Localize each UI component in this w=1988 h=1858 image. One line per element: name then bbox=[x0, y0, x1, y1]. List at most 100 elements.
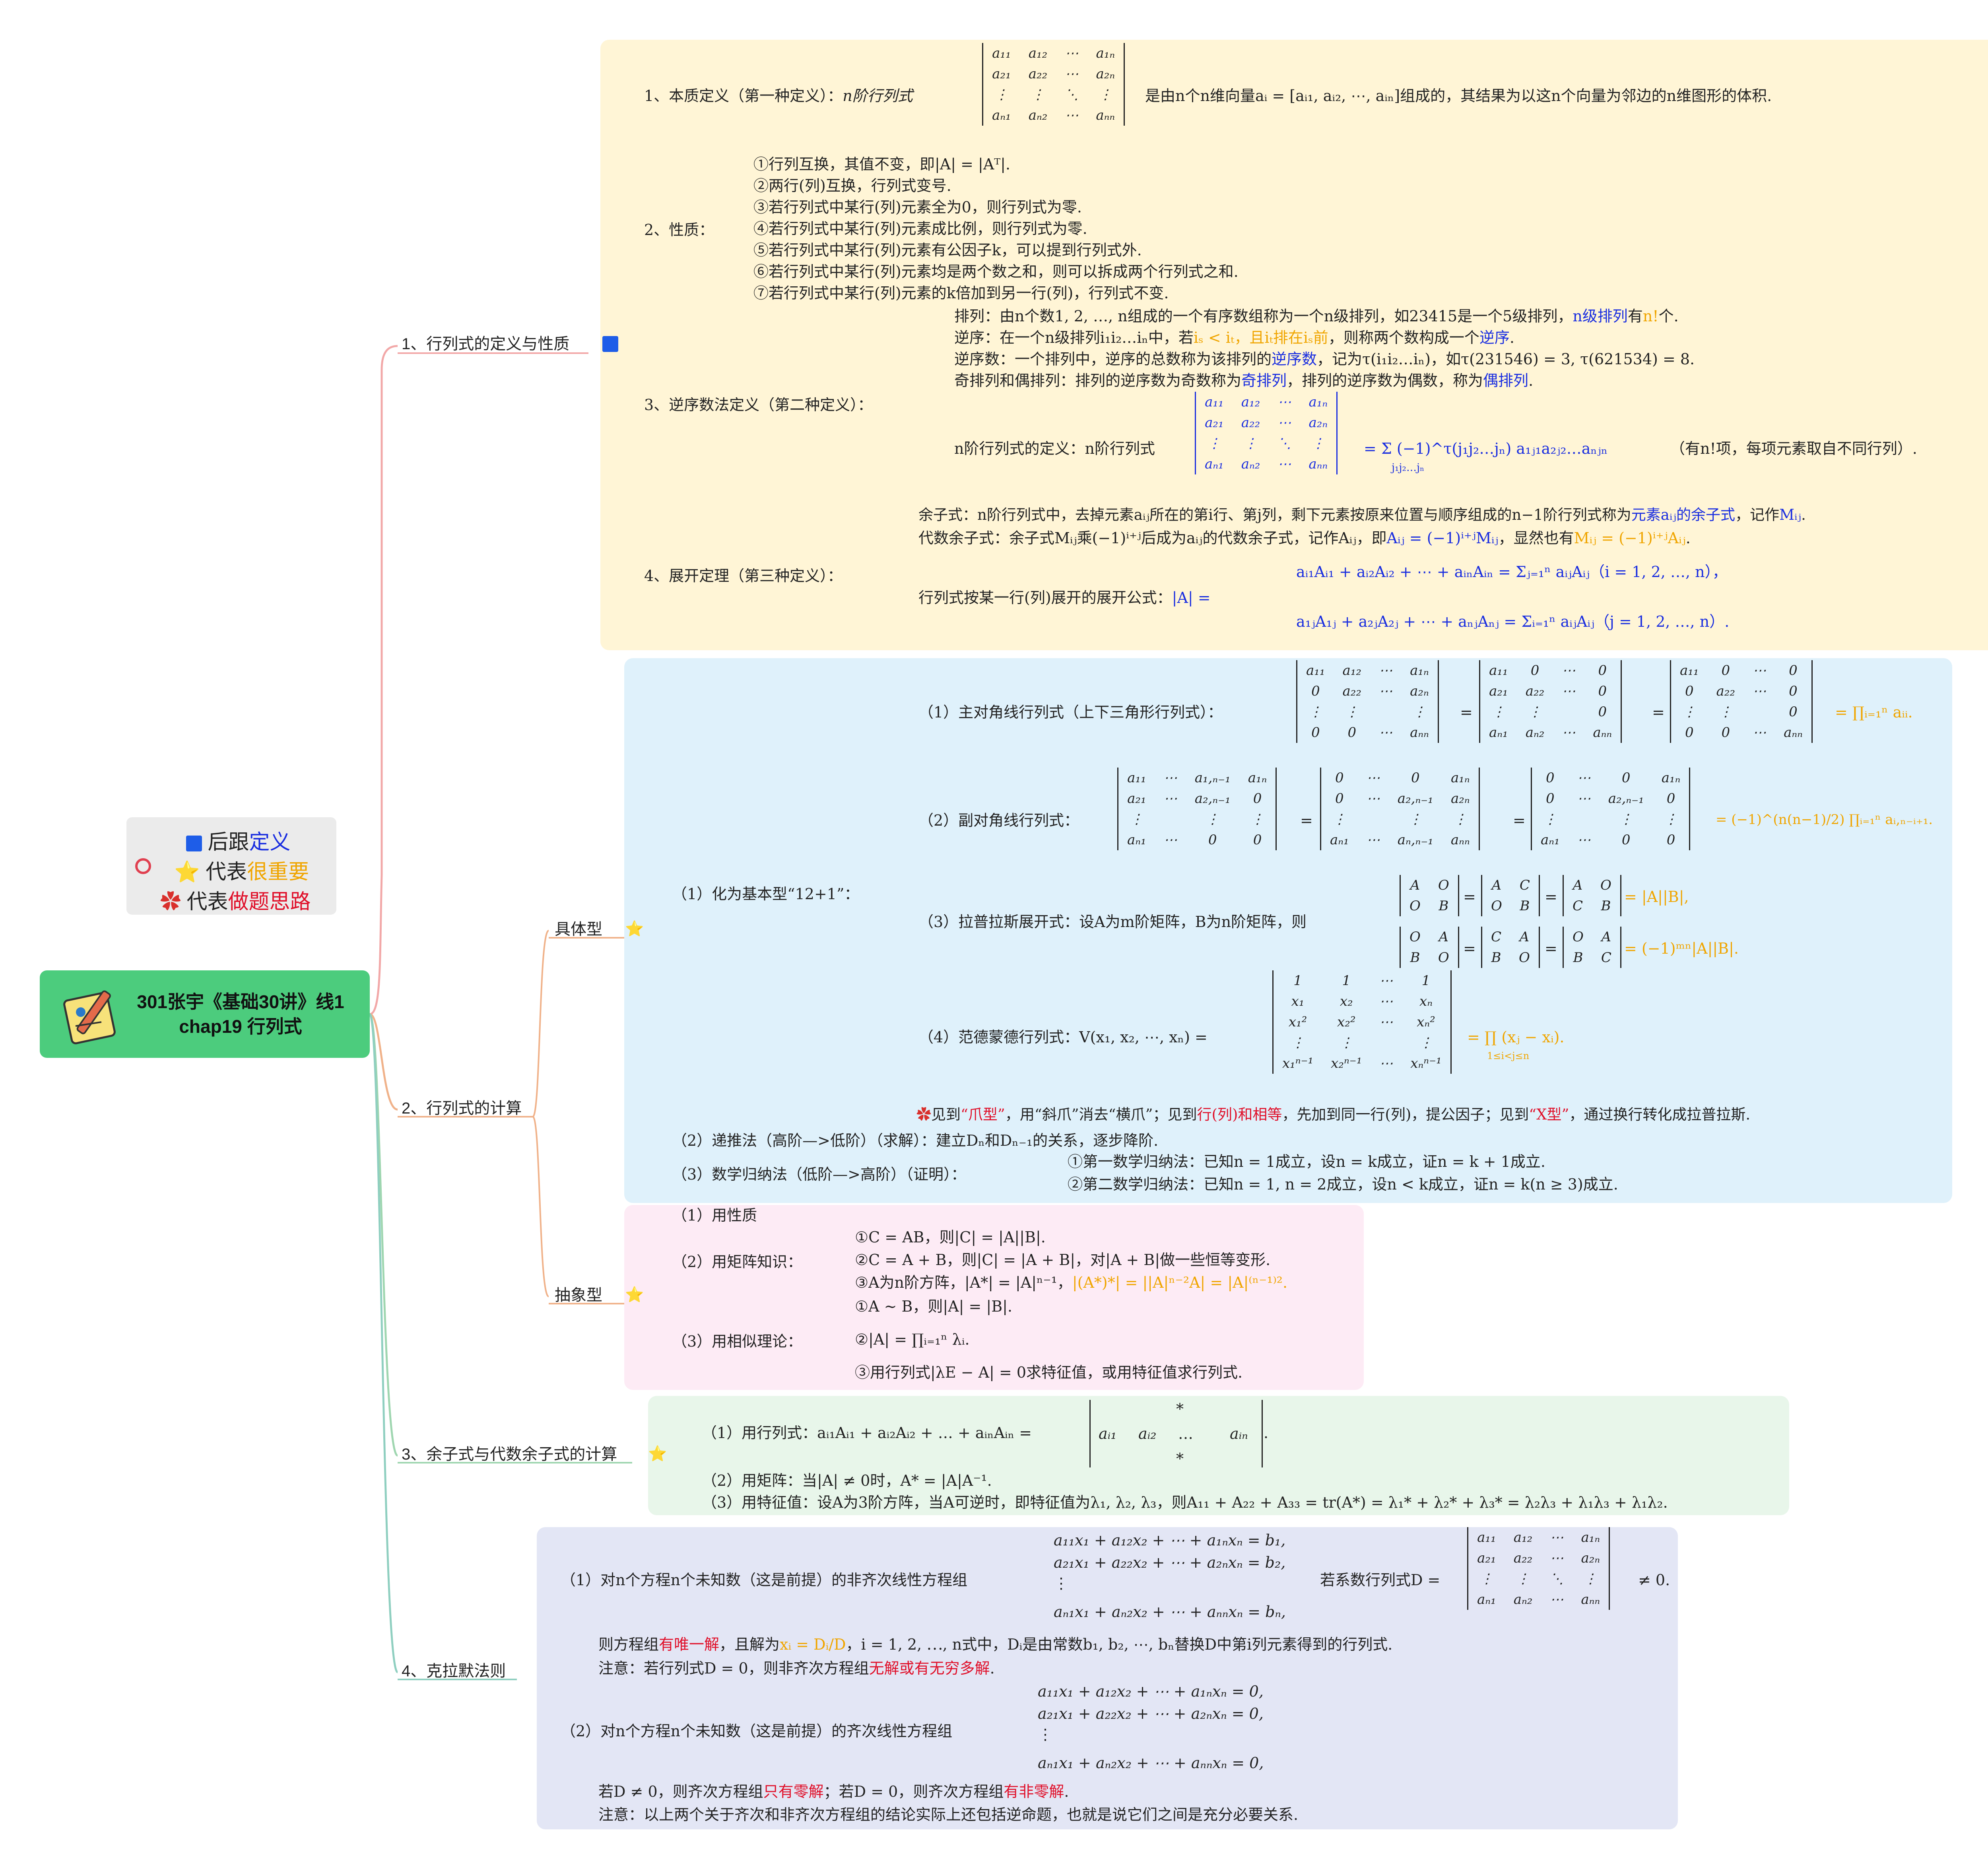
matrix-cell: ⋮ bbox=[1206, 811, 1219, 827]
equals-sign: = bbox=[1545, 940, 1557, 957]
matrix-cell: aₙ₂ bbox=[1513, 1592, 1533, 1607]
matrix-cell: ⋮ bbox=[1332, 811, 1346, 827]
matrix-cell: a₂ₙ bbox=[1581, 1550, 1600, 1566]
matrix-cell: 0 bbox=[1598, 683, 1607, 699]
matrix-cell: ⋯ bbox=[1577, 832, 1591, 848]
matrix-cell: ⋮ bbox=[1340, 1035, 1353, 1051]
matrix-cell: A bbox=[1491, 877, 1502, 893]
matrix-cell: a₁₁ bbox=[992, 45, 1011, 61]
legend-row-important: ⭐ 代表很重要 bbox=[174, 855, 309, 885]
matrix-cell: x₁² bbox=[1288, 1014, 1307, 1030]
matrix-cell: O bbox=[1438, 950, 1449, 966]
matrix-cell: ⋯ bbox=[1379, 1055, 1393, 1071]
inversion-note: （有n!项，每项元素取自不同行列）. bbox=[1670, 440, 1917, 457]
equals-sign: = bbox=[1463, 888, 1476, 906]
matrix-cell: 0 bbox=[1789, 683, 1798, 699]
matrix-cell: C bbox=[1491, 929, 1502, 945]
matrix-cell: 0 bbox=[1253, 832, 1262, 848]
root-node[interactable]: 301张宇《基础30讲》线1 chap19 行列式 bbox=[40, 970, 370, 1058]
matrix-cell: a₁₂ bbox=[1241, 394, 1260, 410]
equation-line: ⋮ bbox=[1038, 1726, 1053, 1743]
expansion-formula-label: 行列式按某一行(列)展开的展开公式：|A| = bbox=[918, 589, 1211, 606]
property-item: ①行列互换，其值不变，即|A| = |Aᵀ|. bbox=[753, 155, 1011, 173]
matrix-star: * bbox=[1176, 1450, 1184, 1467]
matrix-cell: B bbox=[1439, 898, 1449, 914]
legend-highlight: 做题思路 bbox=[228, 890, 311, 913]
matrix-cell: ⋯ bbox=[1379, 683, 1393, 699]
matrix-cell: a₂ₙ bbox=[1450, 791, 1470, 807]
matrix-cell: aₙ,ₙ₋₁ bbox=[1397, 832, 1433, 848]
calc-induction: （3）数学归纳法（低阶—>高阶）（证明）： bbox=[672, 1166, 967, 1183]
matrix-cell: 0 bbox=[1530, 663, 1540, 678]
branch-calculation[interactable]: 2、行列式的计算 bbox=[402, 1100, 522, 1117]
equals-sign: = bbox=[1513, 812, 1526, 829]
matrix-cell: a₂₂ bbox=[1342, 683, 1362, 699]
matrix-cell: ⋯ bbox=[1065, 45, 1079, 61]
legend-text: 后跟 bbox=[208, 831, 249, 854]
branch-abstract[interactable]: 抽象型 bbox=[555, 1287, 602, 1304]
matrix-cell: 0 bbox=[1666, 791, 1675, 807]
matrix-cell: C bbox=[1573, 898, 1583, 914]
matrix-cell: ⋯ bbox=[1379, 1014, 1393, 1030]
matrix-cell: aₙ₂ bbox=[1525, 725, 1545, 740]
property-item: ②两行(列)互换，行列式变号. bbox=[753, 177, 951, 194]
matrix-cell: ⋮ bbox=[1311, 435, 1325, 451]
cofactor-by-eigen: （3）用特征值：设A为3阶方阵，当A可逆时，即特征值为λ₁, λ₂, λ₃，则A… bbox=[702, 1494, 1668, 1511]
matrix-cell: x₁ bbox=[1291, 993, 1305, 1009]
matrix-cell: aₙ₂ bbox=[1028, 107, 1048, 123]
matrix-cell: ⋮ bbox=[1345, 704, 1359, 720]
equals-sign: = bbox=[1545, 888, 1557, 906]
matrix-cell: ⋮ bbox=[1408, 811, 1422, 827]
legend-text: 代表 bbox=[186, 890, 228, 913]
legend-text: 代表 bbox=[206, 861, 247, 884]
notepad-icon bbox=[63, 990, 116, 1044]
cramer-homogeneous: （2）对n个方程n个未知数（这是前提）的齐次线性方程组 bbox=[561, 1722, 953, 1740]
matrix-cell: aₙₙ bbox=[1593, 725, 1612, 740]
matrix-cell: ⋮ bbox=[1543, 811, 1557, 827]
branch-concrete[interactable]: 具体型 bbox=[555, 921, 602, 938]
matrix-cell: 0 bbox=[1311, 725, 1320, 740]
matrix-cell: a₁₂ bbox=[1342, 663, 1362, 678]
matrix-cell: 1 bbox=[1293, 973, 1302, 989]
matrix-cell: 0 bbox=[1335, 791, 1344, 807]
calc-laplace: （3）拉普拉斯展开式：设A为m阶矩阵，B为n阶矩阵，则 bbox=[918, 913, 1307, 931]
equation-line: a₁₁x₁ + a₁₂x₂ + ⋯ + a₁ₙxₙ = 0, bbox=[1038, 1683, 1264, 1700]
inversion-sum-formula: = Σ (−1)^τ(j₁j₂…jₙ) a₁ⱼ₁a₂ⱼ₂…aₙⱼₙ bbox=[1364, 440, 1608, 457]
matrix-cell: ⋯ bbox=[1550, 1592, 1564, 1607]
matrix-cell: A bbox=[1439, 929, 1449, 945]
matrix-cell: a₁₁ bbox=[1205, 394, 1224, 410]
matrix-cell: 1 bbox=[1421, 973, 1431, 989]
matrix-cell: B bbox=[1520, 898, 1530, 914]
matrix-cell: ⋮ bbox=[1419, 1035, 1433, 1051]
matrix-cell: a₁₁ bbox=[1680, 663, 1699, 678]
branch-cramer[interactable]: 4、克拉默法则 bbox=[402, 1662, 506, 1680]
property-item: ⑦若行列式中某行(列)元素的k倍加到另一行(列)，行列式不变. bbox=[753, 284, 1169, 302]
matrix-cell: xₙ bbox=[1419, 993, 1433, 1009]
equation-line: ⋮ bbox=[1054, 1574, 1069, 1592]
matrix-cell: a₂₂ bbox=[1241, 415, 1260, 431]
matrix-cell: ⋮ bbox=[1682, 704, 1696, 720]
cramer-note-2: 注意：以上两个关于齐次和非齐次方程组的结论实际上还包括逆命题，也就是说它们之间是… bbox=[598, 1806, 1299, 1823]
calc-anti-diagonal: （2）副对角线行列式： bbox=[918, 812, 1079, 829]
matrix-cell: ⋮ bbox=[1619, 811, 1633, 827]
flower-icon: ✿ bbox=[160, 890, 181, 913]
matrix-cell: ⋯ bbox=[1163, 791, 1177, 807]
branch-definition[interactable]: 1、行列式的定义与性质 bbox=[402, 335, 570, 353]
matrix-cell: 0 bbox=[1546, 770, 1555, 786]
matrix-cell: x₂ bbox=[1340, 993, 1353, 1009]
matrix-fact: ③A为n阶方阵，|A*| = |A|ⁿ⁻¹，|(A*)*| = ||A|ⁿ⁻²A… bbox=[855, 1274, 1288, 1291]
calc-recursion: （2）递推法（高阶—>低阶）（求解）：建立Dₙ和Dₙ₋₁的关系，逐步降阶. bbox=[672, 1132, 1159, 1149]
matrix-cell: C bbox=[1601, 950, 1611, 966]
expansion-row-formula: aᵢ₁Aᵢ₁ + aᵢ₂Aᵢ₂ + ⋯ + aᵢₙAᵢₙ = Σⱼ₌₁ⁿ aᵢⱼ… bbox=[1296, 563, 1728, 581]
panel-definition bbox=[600, 40, 1988, 650]
matrix-cell: 0 bbox=[1685, 725, 1694, 740]
blue-square-icon bbox=[186, 836, 202, 852]
matrix-cell: ⋮ bbox=[1479, 1571, 1493, 1587]
inversion-permutation: 排列：由n个数1, 2, …, n组成的一个有序数组称为一个n级排列，如2341… bbox=[954, 307, 1679, 325]
matrix-cell: ⋯ bbox=[1562, 663, 1576, 678]
branch-cofactor[interactable]: 3、余子式与代数余子式的计算 bbox=[402, 1446, 617, 1463]
matrix-cell: a₁₁ bbox=[1477, 1530, 1496, 1545]
